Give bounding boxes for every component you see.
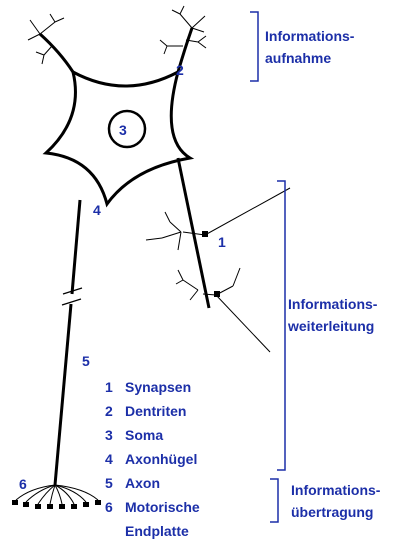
bracket-weiterleitung <box>277 181 285 470</box>
section-label-uebertragung: Informations- übertragung <box>291 479 380 523</box>
bracket-aufnahme <box>250 12 258 81</box>
soma-outline <box>46 72 190 204</box>
dendrite-right-branches <box>160 6 206 54</box>
end-plate-terminals <box>12 500 101 509</box>
dendrite-left <box>40 34 73 72</box>
section-weiterleitung-line1: Informations- <box>288 293 377 315</box>
section-label-weiterleitung: Informations- weiterleitung <box>288 293 377 337</box>
nucleus <box>109 111 145 147</box>
legend-item-number: 4 <box>105 447 125 471</box>
axon <box>72 200 80 294</box>
section-brackets <box>250 12 285 522</box>
axon-break-marks <box>62 288 82 305</box>
label-number-5: 5 <box>82 353 90 369</box>
section-uebertragung-line1: Informations- <box>291 479 380 501</box>
legend-item-number: 2 <box>105 399 125 423</box>
legend-item-number: 3 <box>105 423 125 447</box>
legend-item-label: Dentriten <box>125 403 186 419</box>
axon-lower <box>55 304 71 485</box>
label-number-6: 6 <box>19 476 27 492</box>
synapse-bouton-lower <box>214 291 220 297</box>
legend-item-label: Axon <box>125 475 160 491</box>
section-weiterleitung-line2: weiterleitung <box>288 315 377 337</box>
synapse-lower <box>176 268 270 352</box>
motor-end-plate <box>16 485 98 504</box>
section-aufnahme-line1: Informations- <box>265 25 354 47</box>
legend-item-label: Motorische <box>125 499 200 515</box>
section-label-aufnahme: Informations- aufnahme <box>265 25 354 69</box>
label-number-4: 4 <box>93 202 101 218</box>
label-number-1: 1 <box>218 234 226 250</box>
legend-item-label: Soma <box>125 427 163 443</box>
legend-item: Endplatte <box>105 519 200 543</box>
section-aufnahme-line2: aufnahme <box>265 47 354 69</box>
legend-item-number: 5 <box>105 471 125 495</box>
legend-item-label: Axonhügel <box>125 451 197 467</box>
bracket-uebertragung <box>270 479 278 522</box>
synapse-bouton-upper <box>202 231 208 237</box>
legend-item-label: Synapsen <box>125 379 191 395</box>
section-uebertragung-line2: übertragung <box>291 501 380 523</box>
label-number-2: 2 <box>176 62 184 78</box>
legend-item-number: 1 <box>105 375 125 399</box>
legend-item-label: Endplatte <box>125 523 189 539</box>
legend-item-number: 6 <box>105 495 125 519</box>
label-number-3: 3 <box>119 122 127 138</box>
